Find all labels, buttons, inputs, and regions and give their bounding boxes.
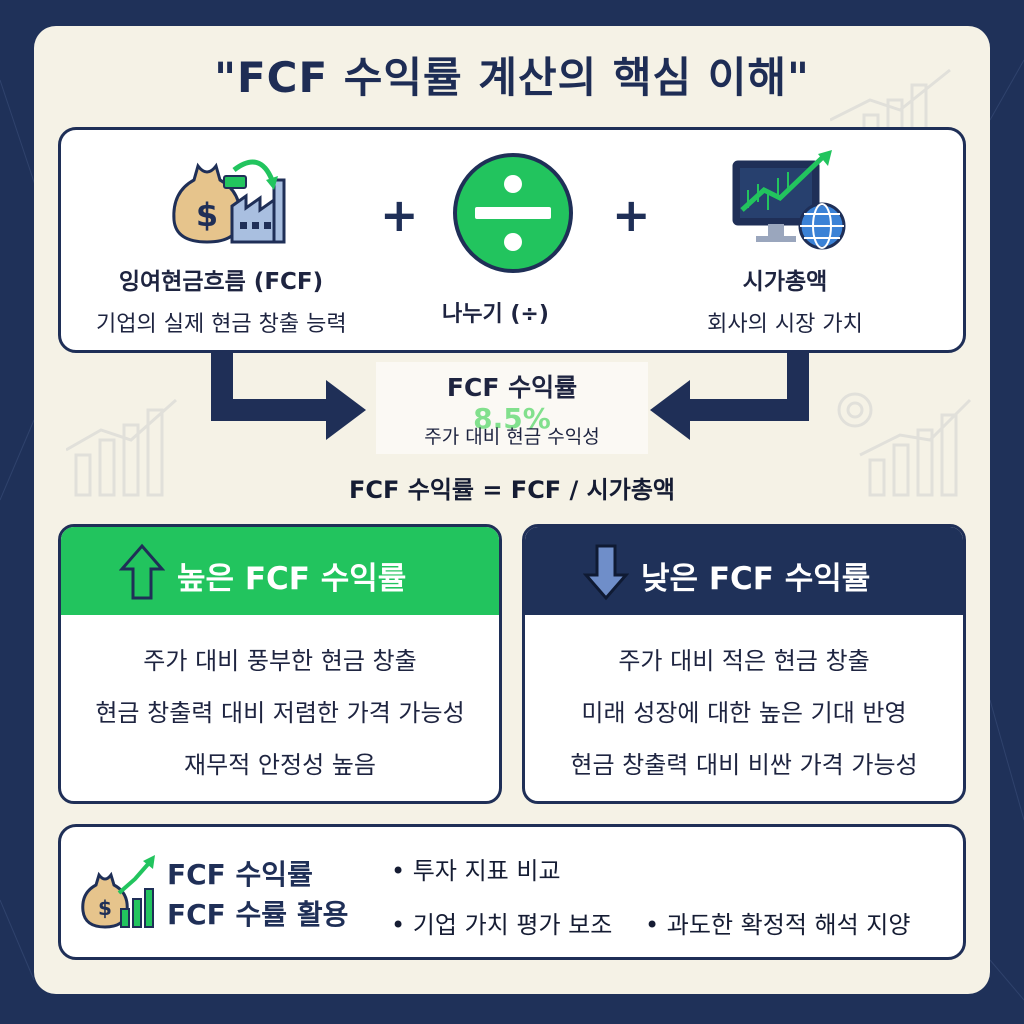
result-label: FCF 수익률 <box>446 373 578 402</box>
high-yield-title: 높은 FCF 수익률 <box>177 561 407 597</box>
market-cap-desc: 회사의 시장 가치 <box>707 312 863 337</box>
high-yield-item: 주가 대비 풍부한 현금 창출 <box>143 647 417 675</box>
result-value: 8.5% <box>473 402 551 435</box>
page-title: "FCF 수익률 계산의 핵심 이해" <box>214 53 810 102</box>
usage-box: $ FCF 수익률 FCF 수률 활용 • 투자 지표 비교 • 기업 가치 평… <box>58 824 966 960</box>
money-factory-icon: $ <box>172 159 286 244</box>
bg-chart-icon <box>837 392 972 497</box>
low-yield-header: 낮은 FCF 수익률 <box>525 527 963 615</box>
plus-operator: + <box>612 188 651 242</box>
fcf-yield-result: FCF 수익률 8.5% 주가 대비 현금 수익성 <box>376 362 648 454</box>
high-yield-item: 재무적 안정성 높음 <box>184 751 376 779</box>
result-desc: 주가 대비 현금 수익성 <box>424 426 600 448</box>
fcf-desc: 기업의 실제 현금 창출 능력 <box>96 312 347 337</box>
formula-text: FCF 수익률 = FCF / 시가총액 <box>348 476 676 504</box>
usage-title-line2: FCF 수률 활용 <box>167 898 349 931</box>
money-growth-icon: $ <box>81 855 155 929</box>
bg-chart-icon <box>66 398 177 497</box>
market-monitor-globe-icon <box>732 150 846 250</box>
low-yield-panel: 낮은 FCF 수익률 주가 대비 적은 현금 창출 미래 성장에 대한 높은 기… <box>522 524 966 804</box>
up-arrow-icon <box>119 543 165 600</box>
usage-bullet: • 기업 가치 평가 보조 <box>391 911 613 939</box>
low-yield-item: 현금 창출력 대비 비싼 가격 가능성 <box>570 751 918 779</box>
market-cap-label: 시가총액 <box>742 269 828 295</box>
fcf-input: 잉여현금흐름 (FCF) 기업의 실제 현금 창출 능력 <box>96 262 347 338</box>
svg-text:$: $ <box>196 196 218 234</box>
low-yield-title: 낮은 FCF 수익률 <box>641 561 871 597</box>
usage-bullet: • 투자 지표 비교 <box>391 857 561 885</box>
high-yield-header: 높은 FCF 수익률 <box>61 527 499 615</box>
divide-icon <box>453 153 573 273</box>
usage-title-line1: FCF 수익률 <box>167 858 313 891</box>
left-arrow-icon <box>211 352 366 440</box>
right-arrow-icon <box>650 352 809 440</box>
fcf-label: 잉여현금흐름 (FCF) <box>118 269 324 295</box>
svg-text:$: $ <box>98 896 112 920</box>
high-yield-item: 현금 창출력 대비 저렴한 가격 가능성 <box>95 699 465 727</box>
market-cap-input: 시가총액 회사의 시장 가치 <box>690 262 880 338</box>
low-yield-item: 주가 대비 적은 현금 창출 <box>618 647 870 675</box>
plus-operator: + <box>380 188 419 242</box>
divide-label: 나누기 (÷) <box>442 302 549 327</box>
low-yield-item: 미래 성장에 대한 높은 기대 반영 <box>581 699 907 727</box>
down-arrow-icon <box>583 544 629 601</box>
usage-bullet: • 과도한 확정적 해석 지양 <box>645 911 911 939</box>
high-yield-panel: 높은 FCF 수익률 주가 대비 풍부한 현금 창출 현금 창출력 대비 저렴한… <box>58 524 502 804</box>
